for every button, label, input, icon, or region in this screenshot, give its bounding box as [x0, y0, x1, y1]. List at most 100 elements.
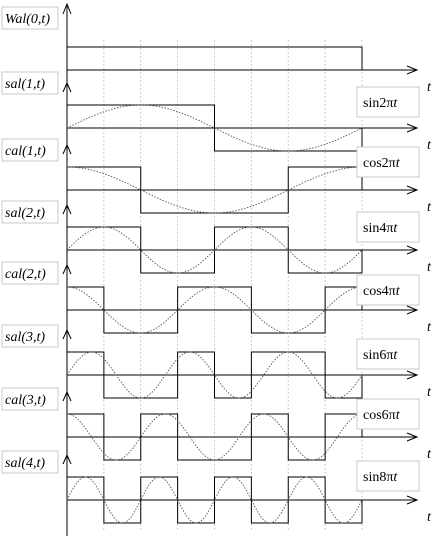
trig-var-text: t [393, 348, 398, 363]
trig-pi-text: π [386, 221, 393, 236]
t-axis-arrowhead [406, 370, 419, 380]
function-label: cal(2,t) [5, 267, 46, 282]
trig-var-text: t [393, 221, 398, 236]
trig-label: sin2πt [363, 96, 398, 111]
t-axis-label: t [427, 320, 432, 335]
trig-label-box [356, 274, 420, 306]
function-label-box [1, 138, 59, 162]
trig-label: sin8πt [363, 470, 398, 485]
trig-fn-text: cos6 [363, 408, 389, 423]
trig-label: sin4πt [363, 221, 398, 236]
trig-var-text: t [393, 96, 398, 111]
square-wave [67, 351, 363, 399]
t-axis-arrowhead [406, 305, 419, 315]
trig-overlay-curve [66, 413, 363, 461]
trig-label-box [356, 338, 420, 370]
square-wave [67, 166, 363, 214]
square-wave [67, 46, 363, 70]
trig-overlay-curve [66, 476, 363, 524]
row-axis-arrowhead [62, 81, 72, 93]
trig-pi-text: π [386, 470, 393, 485]
t-axis-arrowhead [406, 123, 419, 133]
function-label: Wal(0,t) [5, 12, 50, 27]
trig-var-text: t [393, 470, 398, 485]
trig-label-box [356, 146, 420, 178]
row-axis-arrowhead [62, 203, 72, 215]
row-axis-arrowhead [62, 453, 72, 465]
main-axis-arrowhead [62, 2, 72, 15]
square-wave [67, 413, 363, 461]
square-wave [67, 226, 363, 274]
trig-pi-text: π [389, 408, 396, 423]
trig-pi-text: π [389, 156, 396, 171]
function-label: sal(4,t) [5, 456, 45, 471]
square-wave [67, 104, 363, 152]
trig-var-text: t [396, 408, 401, 423]
function-label: sal(2,t) [5, 206, 45, 221]
t-axis-arrowhead [406, 65, 419, 75]
trig-label: cos4πt [363, 284, 401, 299]
trig-label-box [356, 211, 420, 243]
trig-overlay-curve [66, 166, 363, 214]
function-rows: Wal(0,t)tsal(1,t)tsin2πtcal(1,t)tcos2πts… [1, 6, 432, 525]
trig-fn-text: sin2 [363, 96, 386, 111]
square-wave [67, 286, 363, 334]
t-axis-label: t [427, 80, 432, 95]
function-label-box [1, 387, 59, 411]
trig-overlay-curve [66, 226, 363, 274]
walsh-row: Wal(0,t) t [1, 6, 432, 95]
main-vertical-axis [62, 2, 72, 536]
trig-label-box [356, 86, 420, 118]
function-label-box [1, 71, 59, 95]
function-label: sal(1,t) [5, 77, 45, 92]
trig-label-box [356, 398, 420, 430]
square-wave [67, 476, 363, 524]
trig-overlay-curve [66, 286, 363, 334]
function-label: cal(1,t) [5, 144, 46, 159]
trig-pi-text: π [386, 96, 393, 111]
function-label-box [1, 261, 59, 285]
t-axis-label: t [427, 138, 432, 153]
t-axis-arrowhead [406, 495, 419, 505]
trig-fn-text: sin4 [363, 221, 386, 236]
row-axis-arrowhead [62, 263, 72, 275]
t-axis-label: t [427, 200, 432, 215]
t-axis-arrowhead [406, 245, 419, 255]
grid-lines [103, 40, 363, 532]
function-label-box [1, 450, 59, 474]
t-axis-label: t [427, 447, 432, 462]
trig-fn-text: sin8 [363, 470, 386, 485]
row-axis-arrowhead [62, 328, 72, 340]
row-axis-arrowhead [62, 390, 72, 402]
t-axis-label: t [427, 385, 432, 400]
trig-fn-text: sin6 [363, 348, 386, 363]
function-label: sal(3,t) [5, 330, 45, 345]
row-axis-arrowhead [62, 143, 72, 155]
function-label-box [1, 324, 59, 348]
trig-pi-text: π [389, 284, 396, 299]
t-axis-arrowhead [406, 185, 419, 195]
trig-pi-text: π [386, 348, 393, 363]
trig-fn-text: cos4 [363, 284, 389, 299]
t-axis-label: t [427, 260, 432, 275]
function-label-box [1, 6, 59, 30]
trig-label: cos6πt [363, 408, 401, 423]
t-axis-label: t [427, 510, 432, 525]
trig-label: sin6πt [363, 348, 398, 363]
trig-label: cos2πt [363, 156, 401, 171]
function-label-box [1, 200, 59, 224]
trig-overlay-curve [66, 104, 363, 152]
trig-label-box [356, 460, 420, 492]
trig-var-text: t [396, 284, 401, 299]
t-axis-arrowhead [406, 432, 419, 442]
function-label: cal(3,t) [5, 393, 46, 408]
trig-fn-text: cos2 [363, 156, 389, 171]
